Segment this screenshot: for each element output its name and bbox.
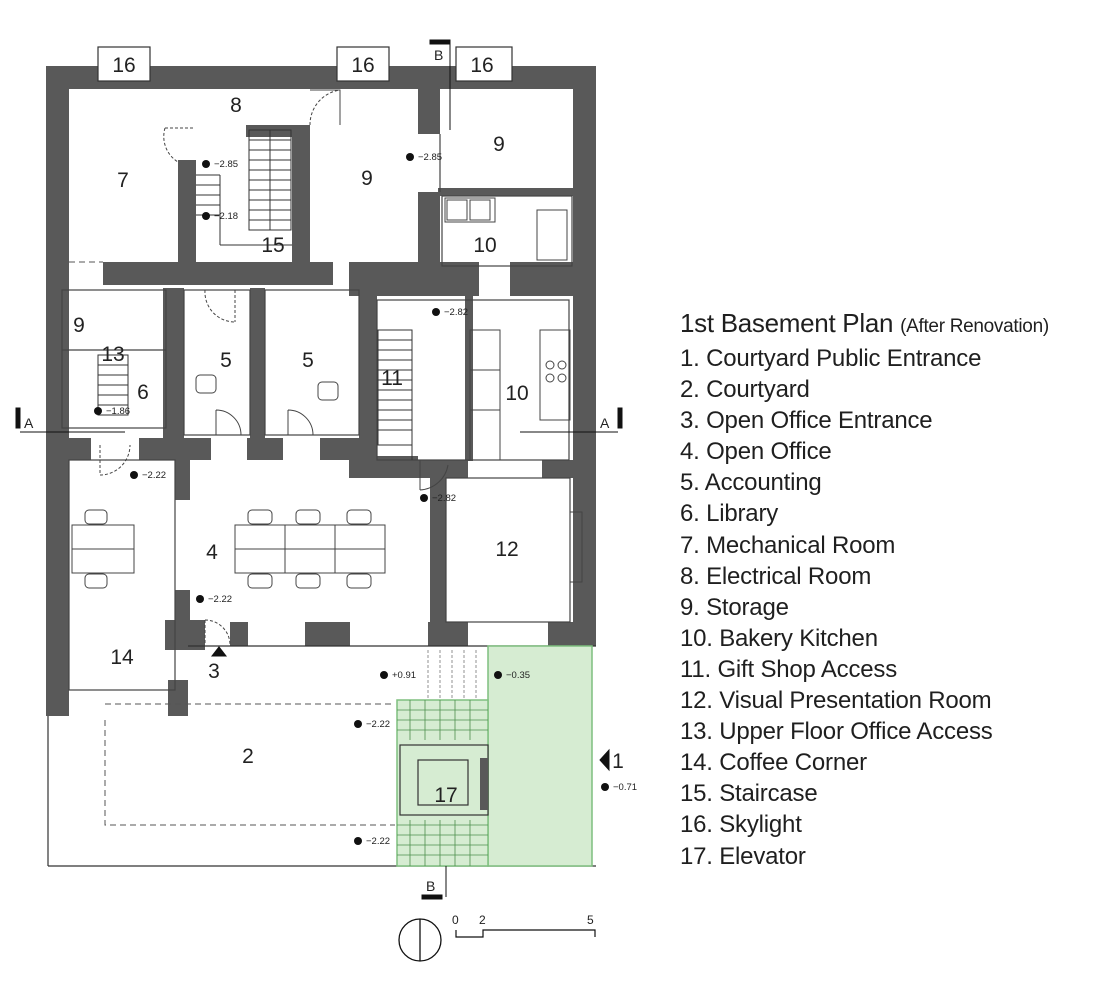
- room-label-15: 15: [261, 234, 284, 257]
- scale-label: 2: [479, 913, 486, 927]
- section-markers: [15, 39, 623, 900]
- level-text: −2.22: [208, 594, 232, 605]
- legend-item: 9. Storage: [680, 593, 789, 621]
- legend-item: 11. Gift Shop Access: [680, 655, 898, 683]
- north-arrow: [398, 918, 442, 962]
- room-label-17: 17: [434, 784, 457, 807]
- office-desks: [71, 374, 386, 589]
- room-label-12: 12: [495, 538, 518, 561]
- level-text: −2.22: [366, 836, 390, 847]
- room-label-5: 5: [302, 349, 314, 372]
- level-text: −2.22: [142, 470, 166, 481]
- room-label-9: 9: [361, 167, 373, 190]
- staircase-13: [97, 354, 129, 416]
- courtyard-boundary: [69, 261, 395, 826]
- level-text: −1.86: [106, 406, 130, 417]
- legend-item: 14. Coffee Corner: [680, 749, 867, 777]
- floor-plan: 16 16 16 7 8 9 9 15 10 9 13 6 5 5 11 10 …: [15, 39, 637, 962]
- kitchen-fixtures: [444, 197, 583, 583]
- legend-item: 3. Open Office Entrance: [680, 407, 933, 435]
- legend-item: 2. Courtyard: [680, 376, 810, 404]
- room-label-3: 3: [208, 660, 220, 683]
- legend-item: 10. Bakery Kitchen: [680, 624, 878, 652]
- level-text: −2.22: [366, 719, 390, 730]
- scale-label: 5: [587, 913, 594, 927]
- room-label-2: 2: [242, 745, 254, 768]
- legend-item: 16. Skylight: [680, 811, 802, 839]
- room-label-6: 6: [137, 381, 149, 404]
- section-label-b: B: [434, 47, 443, 63]
- level-text: −0.35: [506, 670, 530, 681]
- skylight-label: 16: [112, 54, 135, 77]
- room-label-7: 7: [117, 169, 129, 192]
- legend-item: 4. Open Office: [680, 438, 832, 466]
- room-label-4: 4: [206, 541, 218, 564]
- room-label-5: 5: [220, 349, 232, 372]
- level-text: +0.91: [392, 670, 416, 681]
- legend-item: 15. Staircase: [680, 780, 818, 808]
- staircase-15: [196, 129, 292, 246]
- level-text: −2.82: [444, 307, 468, 318]
- public-entrance-area: [396, 645, 593, 867]
- legend-item: 1. Courtyard Public Entrance: [680, 345, 982, 372]
- room-label-10: 10: [473, 234, 496, 257]
- level-text: −0.71: [613, 782, 637, 793]
- legend-item: 12. Visual Presentation Room: [680, 687, 992, 715]
- section-label-a: A: [24, 415, 34, 431]
- room-label-9: 9: [493, 133, 505, 156]
- section-label-b: B: [426, 878, 435, 894]
- room-label-10: 10: [505, 382, 528, 405]
- level-text: −2.82: [432, 493, 456, 504]
- skylight-label: 16: [351, 54, 374, 77]
- legend-item: 6. Library: [680, 500, 779, 528]
- room-label-14: 14: [110, 646, 134, 669]
- room-label-8: 8: [230, 94, 242, 117]
- legend: 1st Basement Plan (After Renovation) 1. …: [680, 308, 1049, 872]
- legend-title-main: 1st Basement Plan: [680, 308, 894, 338]
- room-label-13: 13: [101, 343, 124, 366]
- room-label-1: 1: [612, 750, 624, 773]
- legend-item: 8. Electrical Room: [680, 562, 872, 590]
- skylights: [97, 46, 513, 82]
- level-markers: [94, 153, 609, 845]
- skylight-label: 16: [470, 54, 493, 77]
- level-text: −2.18: [214, 211, 238, 222]
- room-label-11: 11: [381, 367, 403, 390]
- legend-item: 13. Upper Floor Office Access: [680, 718, 993, 746]
- section-label-a: A: [600, 415, 610, 431]
- scale-bar: [455, 929, 596, 938]
- room-label-9: 9: [73, 314, 85, 337]
- staircase-11: [377, 329, 413, 460]
- scale-label: 0: [452, 913, 459, 927]
- legend-item: 7. Mechanical Room: [680, 531, 896, 559]
- level-text: −2.85: [214, 159, 238, 170]
- legend-subtitle: (After Renovation): [900, 316, 1049, 337]
- legend-item: 17. Elevator: [680, 842, 806, 870]
- interior-walls: [69, 89, 596, 716]
- legend-title: 1st Basement Plan (After Renovation): [680, 308, 1049, 339]
- level-text: −2.85: [418, 152, 442, 163]
- door-swings: [99, 89, 449, 646]
- legend-item: 5. Accounting: [680, 469, 822, 497]
